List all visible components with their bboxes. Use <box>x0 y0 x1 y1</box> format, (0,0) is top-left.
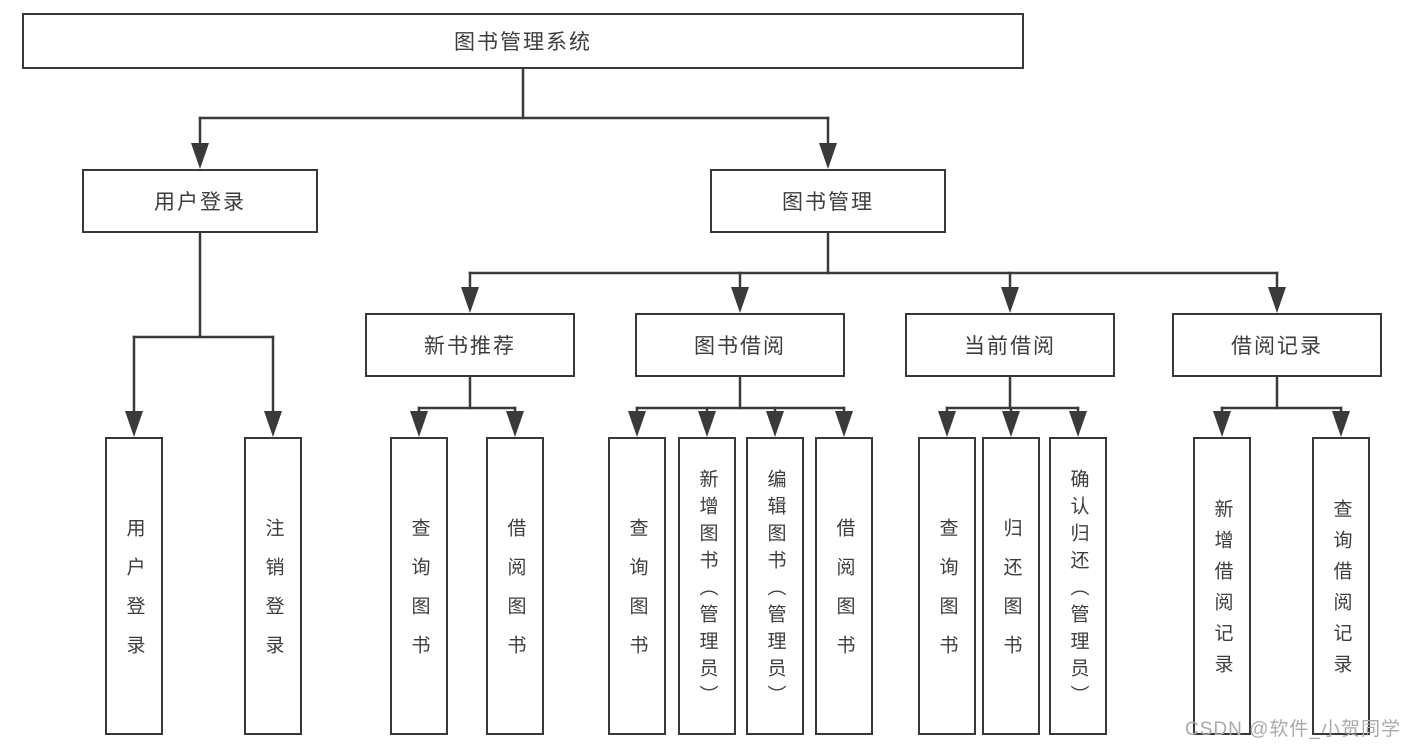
leaf-query-books-borrowing: 查询图书 <box>608 437 666 735</box>
leaf-edit-book-admin: 编辑图书（管理员） <box>746 437 804 735</box>
node-current-borrowing: 当前借阅 <box>905 313 1115 377</box>
leaf-label: 借阅图书 <box>833 518 855 674</box>
leaf-query-books-recommend: 查询图书 <box>390 437 448 735</box>
node-label: 借阅记录 <box>1231 335 1323 358</box>
node-book-borrowing: 图书借阅 <box>635 313 845 377</box>
node-label: 当前借阅 <box>964 335 1056 358</box>
leaf-query-books-current: 查询图书 <box>918 437 976 735</box>
leaf-logout: 注销登录 <box>244 437 302 735</box>
node-label: 图书管理系统 <box>454 31 592 54</box>
leaf-label: 用户登录 <box>123 518 145 674</box>
leaf-label: 查询借阅记录 <box>1330 499 1352 685</box>
node-label: 图书管理 <box>782 191 874 214</box>
leaf-label: 新增图书（管理员） <box>696 468 718 712</box>
leaf-label: 确认归还（管理员） <box>1067 468 1089 712</box>
node-label: 图书借阅 <box>694 335 786 358</box>
leaf-label: 注销登录 <box>262 518 284 674</box>
leaf-add-book-admin: 新增图书（管理员） <box>678 437 736 735</box>
node-user-login: 用户登录 <box>82 169 318 233</box>
node-new-book-recommendation: 新书推荐 <box>365 313 575 377</box>
leaf-borrow-books-borrowing: 借阅图书 <box>815 437 873 735</box>
leaf-query-borrow-record: 查询借阅记录 <box>1312 437 1370 735</box>
leaf-label: 查询图书 <box>408 518 430 674</box>
node-library-management-system: 图书管理系统 <box>22 13 1024 69</box>
node-label: 用户登录 <box>154 191 246 214</box>
leaf-label: 借阅图书 <box>504 518 526 674</box>
leaf-borrow-books-recommend: 借阅图书 <box>486 437 544 735</box>
leaf-label: 新增借阅记录 <box>1211 499 1233 685</box>
node-label: 新书推荐 <box>424 335 516 358</box>
leaf-return-books: 归还图书 <box>982 437 1040 735</box>
csdn-watermark: CSDN @软件_小贺同学 <box>1185 719 1401 740</box>
leaf-add-borrow-record: 新增借阅记录 <box>1193 437 1251 735</box>
node-borrowing-records: 借阅记录 <box>1172 313 1382 377</box>
leaf-label: 查询图书 <box>626 518 648 674</box>
leaf-label: 查询图书 <box>936 518 958 674</box>
node-book-management: 图书管理 <box>710 169 946 233</box>
leaf-label: 归还图书 <box>1000 518 1022 674</box>
leaf-user-login: 用户登录 <box>105 437 163 735</box>
leaf-label: 编辑图书（管理员） <box>764 468 786 712</box>
leaf-confirm-return-admin: 确认归还（管理员） <box>1049 437 1107 735</box>
